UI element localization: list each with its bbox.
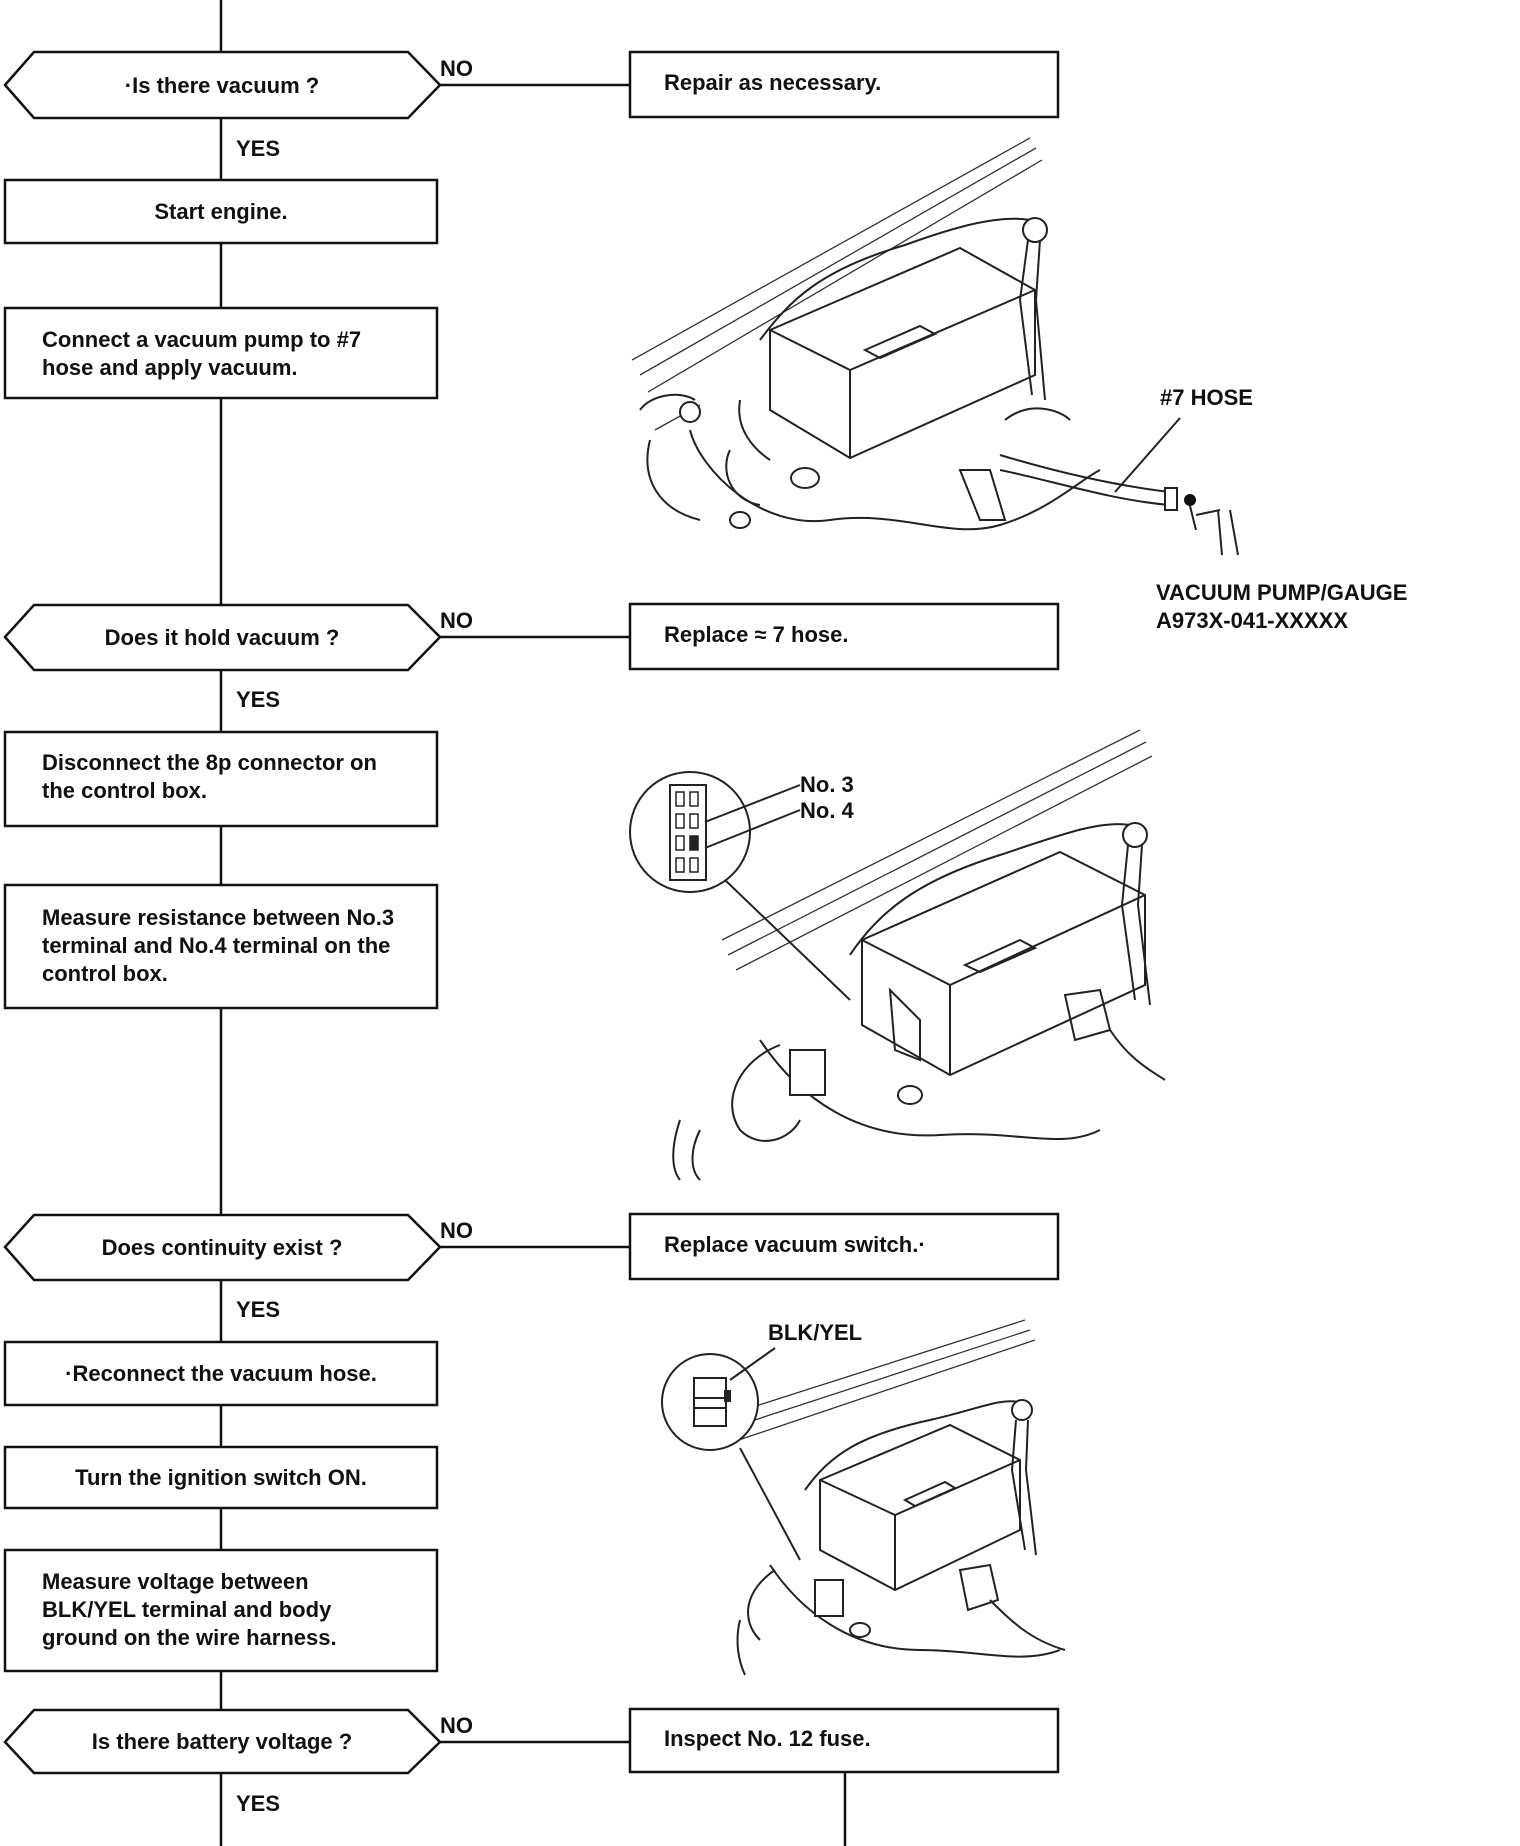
no-label-3: NO xyxy=(440,1218,473,1243)
step-measure-volt-line-2: BLK/YEL terminal and body xyxy=(42,1597,332,1622)
engine-illustration-connector: No. 3 No. 4 xyxy=(629,729,1166,1181)
connector-no4-label: No. 4 xyxy=(800,798,855,823)
result-3-text: Replace vacuum switch.· xyxy=(664,1232,926,1257)
result-replace-hose: Replace ≈ 7 hose. xyxy=(628,602,1060,671)
decision-does-it-hold-vacuum: Does it hold vacuum ? xyxy=(3,603,442,672)
step-reconnect-text: ·Reconnect the vacuum hose. xyxy=(65,1361,377,1386)
decision-2-text: Does it hold vacuum ? xyxy=(105,625,340,650)
decision-does-continuity-exist: Does continuity exist ? xyxy=(3,1213,442,1282)
pump-tool-line-2: A973X-041-XXXXX xyxy=(1156,608,1348,633)
engine-illustration-hose: #7 HOSE VACUUM PUMP/GAUGE A973X-041-XXXX… xyxy=(631,137,1407,633)
no-label-2: NO xyxy=(440,608,473,633)
result-1-text: Repair as necessary. xyxy=(664,70,881,95)
result-4-text: Inspect No. 12 fuse. xyxy=(664,1726,871,1751)
step-measure-volt-line-3: ground on the wire harness. xyxy=(42,1625,337,1650)
decision-1-text: ·Is there vacuum ? xyxy=(125,73,319,98)
yes-label-4: YES xyxy=(236,1791,280,1816)
step-connect-line-2: hose and apply vacuum. xyxy=(42,355,298,380)
step-disconnect-connector: Disconnect the 8p connector on the contr… xyxy=(3,730,439,828)
step-measure-voltage: Measure voltage between BLK/YEL terminal… xyxy=(3,1548,439,1673)
pump-tool-line-1: VACUUM PUMP/GAUGE xyxy=(1156,580,1407,605)
connector-no3-label: No. 3 xyxy=(800,772,854,797)
result-repair-as-necessary: Repair as necessary. xyxy=(628,50,1060,119)
no-label-1: NO xyxy=(440,56,473,81)
yes-label-2: YES xyxy=(236,687,280,712)
step-reconnect-hose: ·Reconnect the vacuum hose. xyxy=(3,1340,439,1407)
step-connect-vacuum-pump: Connect a vacuum pump to #7 hose and app… xyxy=(3,306,439,400)
decision-is-there-battery-voltage: Is there battery voltage ? xyxy=(3,1708,442,1775)
result-inspect-fuse: Inspect No. 12 fuse. xyxy=(628,1707,1060,1774)
step-start-text: Start engine. xyxy=(154,199,287,224)
step-measure-res-line-2: terminal and No.4 terminal on the xyxy=(42,933,390,958)
decision-is-there-vacuum: ·Is there vacuum ? xyxy=(3,50,442,120)
step-turn-ignition-on: Turn the ignition switch ON. xyxy=(3,1445,439,1510)
step-measure-resistance: Measure resistance between No.3 terminal… xyxy=(3,883,439,1010)
step-disconnect-line-2: the control box. xyxy=(42,778,207,803)
result-replace-vacuum-switch: Replace vacuum switch.· xyxy=(628,1212,1060,1281)
step-measure-volt-line-1: Measure voltage between xyxy=(42,1569,309,1594)
step-measure-res-line-1: Measure resistance between No.3 xyxy=(42,905,394,930)
step-ignition-text: Turn the ignition switch ON. xyxy=(75,1465,367,1490)
harness-blk-yel-label: BLK/YEL xyxy=(768,1320,862,1345)
yes-label-1: YES xyxy=(236,136,280,161)
step-start-engine: Start engine. xyxy=(3,178,439,245)
decision-3-text: Does continuity exist ? xyxy=(102,1235,343,1260)
step-measure-res-line-3: control box. xyxy=(42,961,168,986)
step-connect-line-1: Connect a vacuum pump to #7 xyxy=(42,327,361,352)
decision-4-text: Is there battery voltage ? xyxy=(92,1729,352,1754)
yes-label-3: YES xyxy=(236,1297,280,1322)
hose-label: #7 HOSE xyxy=(1160,385,1253,410)
step-disconnect-line-1: Disconnect the 8p connector on xyxy=(42,750,377,775)
vacuum-pump-icon xyxy=(1184,494,1239,556)
result-2-text: Replace ≈ 7 hose. xyxy=(664,622,849,647)
no-label-4: NO xyxy=(440,1713,473,1738)
engine-illustration-harness: BLK/YEL xyxy=(661,1319,1066,1676)
